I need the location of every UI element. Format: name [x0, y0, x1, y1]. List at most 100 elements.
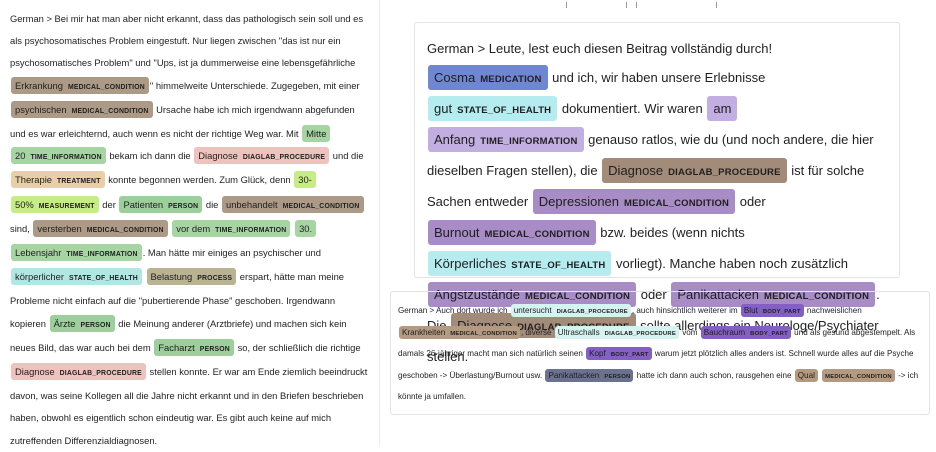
plain-text: -> ich könnte ja umfallen. [398, 370, 919, 402]
plain-text: German > Bei mir hat man aber nicht erka… [10, 13, 364, 69]
entity-label: MEDICAL_CONDITION [282, 202, 360, 210]
entity-label: PERSON [199, 345, 230, 353]
entity-text: Cosma [434, 70, 476, 85]
entity-text: am [713, 101, 732, 116]
entity-highlight: am [707, 96, 738, 121]
entity-label: STATE_OF_HEALTH [457, 105, 552, 116]
entity-highlight: 30. [295, 219, 317, 237]
entity-text: Diagnose [198, 150, 238, 162]
entity-label: DIAGLAB_PROCEDURE [242, 154, 326, 162]
entity-label: MEDICAL_CONDITION [525, 291, 631, 302]
cropped-heading-marks [560, 0, 760, 10]
plain-text [143, 271, 146, 282]
entity-text: gut [434, 101, 453, 116]
plain-text [819, 371, 821, 380]
entity-text: Angstzustände [434, 287, 521, 302]
entity-text: Blut [743, 306, 758, 315]
plain-text: und die [330, 150, 364, 162]
plain-text: Ursache habe ich mich irgendwann abgefun… [10, 103, 355, 140]
plain-text: oder [637, 287, 671, 302]
plain-text: German > Leute, lest euch diesen Beitrag… [427, 41, 773, 56]
plain-text: German > Auch dort wurde ich [398, 306, 510, 315]
entity-highlight: Diagnose DIAGLAB_PROCEDURE [194, 147, 330, 165]
plain-text: die Meinung anderer (Arztbriefe) und mac… [10, 317, 347, 353]
plain-text: nachweislichen [804, 306, 862, 315]
plain-text: und als gesund abgestempelt. Als damals … [398, 327, 916, 359]
entity-label: TIME_INFORMATION [30, 154, 102, 162]
plain-text [169, 223, 172, 234]
plain-text: die [203, 198, 221, 210]
plain-text: genauso ratlos, wie du (und noch andere,… [427, 132, 874, 178]
entity-highlight: Cosma MEDICATION [428, 65, 548, 90]
entity-label: MEDICAL_CONDITION [71, 107, 149, 115]
entity-text: Anfang [434, 132, 476, 147]
entity-label: PERSON [604, 373, 631, 380]
plain-text: . Man hätte mir einiges an psychischer u… [142, 247, 321, 259]
entity-text: Qual [797, 370, 815, 380]
entity-text: Lebensjahr [15, 247, 62, 259]
plain-text: bzw. beides (wenn nichts [596, 225, 745, 240]
plain-text: sind, [10, 222, 33, 234]
entity-text: Panikattacken [677, 287, 760, 302]
entity-highlight: psychischen MEDICAL_CONDITION [11, 100, 153, 118]
entity-text: Therapie [15, 174, 53, 186]
plain-text: , diverse [520, 327, 554, 337]
plain-text: stellen konnte. Er war am Ende ziemlich … [10, 366, 368, 446]
panel-divider [379, 0, 380, 446]
entity-label: BODY_PART [762, 309, 801, 315]
plain-text: , auch hinsichtlich weiterer im [631, 306, 740, 315]
plain-text: hatte ich dann auch schon, rausgehen ein… [634, 370, 794, 380]
entity-highlight: Anfang TIME_INFORMATION [428, 127, 584, 152]
entity-label: MEDICAL_CONDITION [484, 229, 590, 240]
entity-text: Panikattacken [548, 370, 600, 380]
plain-text: konnte begonnen werden. Zum Glück, denn [105, 174, 294, 186]
entity-label: PERSON [80, 321, 111, 329]
plain-text: der [99, 198, 119, 210]
entity-label: STATE_OF_HEALTH [68, 275, 138, 283]
entity-highlight: Ärzte PERSON [49, 314, 115, 332]
entity-text: Mitte 20 [15, 128, 327, 162]
entity-label: MEDICATION [480, 74, 542, 85]
entity-label: MEASUREMENT [38, 202, 95, 210]
entity-highlight: Angstzustände MEDICAL_CONDITION [428, 282, 637, 307]
plain-text: bekam ich dann die [106, 150, 194, 162]
entity-text: unbehandelt [226, 198, 278, 210]
entity-label: STATE_OF_HEALTH [511, 260, 606, 271]
entity-text: Krankheiten [402, 327, 446, 337]
entity-highlight: Belastung PROCESS [146, 268, 237, 286]
entity-label: PROCESS [197, 275, 233, 283]
entity-text: Belastung [150, 271, 193, 283]
entity-text: 30. [299, 222, 313, 234]
entity-label: TIME_INFORMATION [480, 136, 578, 147]
plain-text: so, der schließlich die richtige [234, 341, 361, 353]
entity-text: Diagnose [608, 163, 664, 178]
entity-text: Kopf [589, 349, 606, 358]
entity-label: TIME_INFORMATION [215, 226, 287, 234]
entity-text: Burnout [434, 225, 480, 240]
entity-label: DIAGLAB_PROCEDURE [604, 330, 676, 337]
entity-text: Patienten [123, 198, 164, 210]
plain-text: und ich, wir haben unsere Erlebnisse [548, 70, 766, 85]
entity-text: Ärzte [53, 317, 76, 329]
entity-text: Erkrankung [15, 79, 63, 91]
plain-text: oder [736, 194, 766, 209]
entity-label: MEDICAL_CONDITION [825, 373, 892, 380]
entity-text: versterben [37, 222, 82, 234]
plain-text: vorliegt). Manche haben noch zusätzlich [612, 256, 848, 271]
entity-highlight: Burnout MEDICAL_CONDITION [428, 220, 596, 245]
entity-label: DIAGLAB_PROCEDURE [59, 370, 142, 378]
plain-text: ist für solche Sachen entweder [427, 163, 865, 209]
entity-highlight: Panikattacken PERSON [545, 368, 634, 382]
entity-text: psychischen [15, 103, 67, 115]
